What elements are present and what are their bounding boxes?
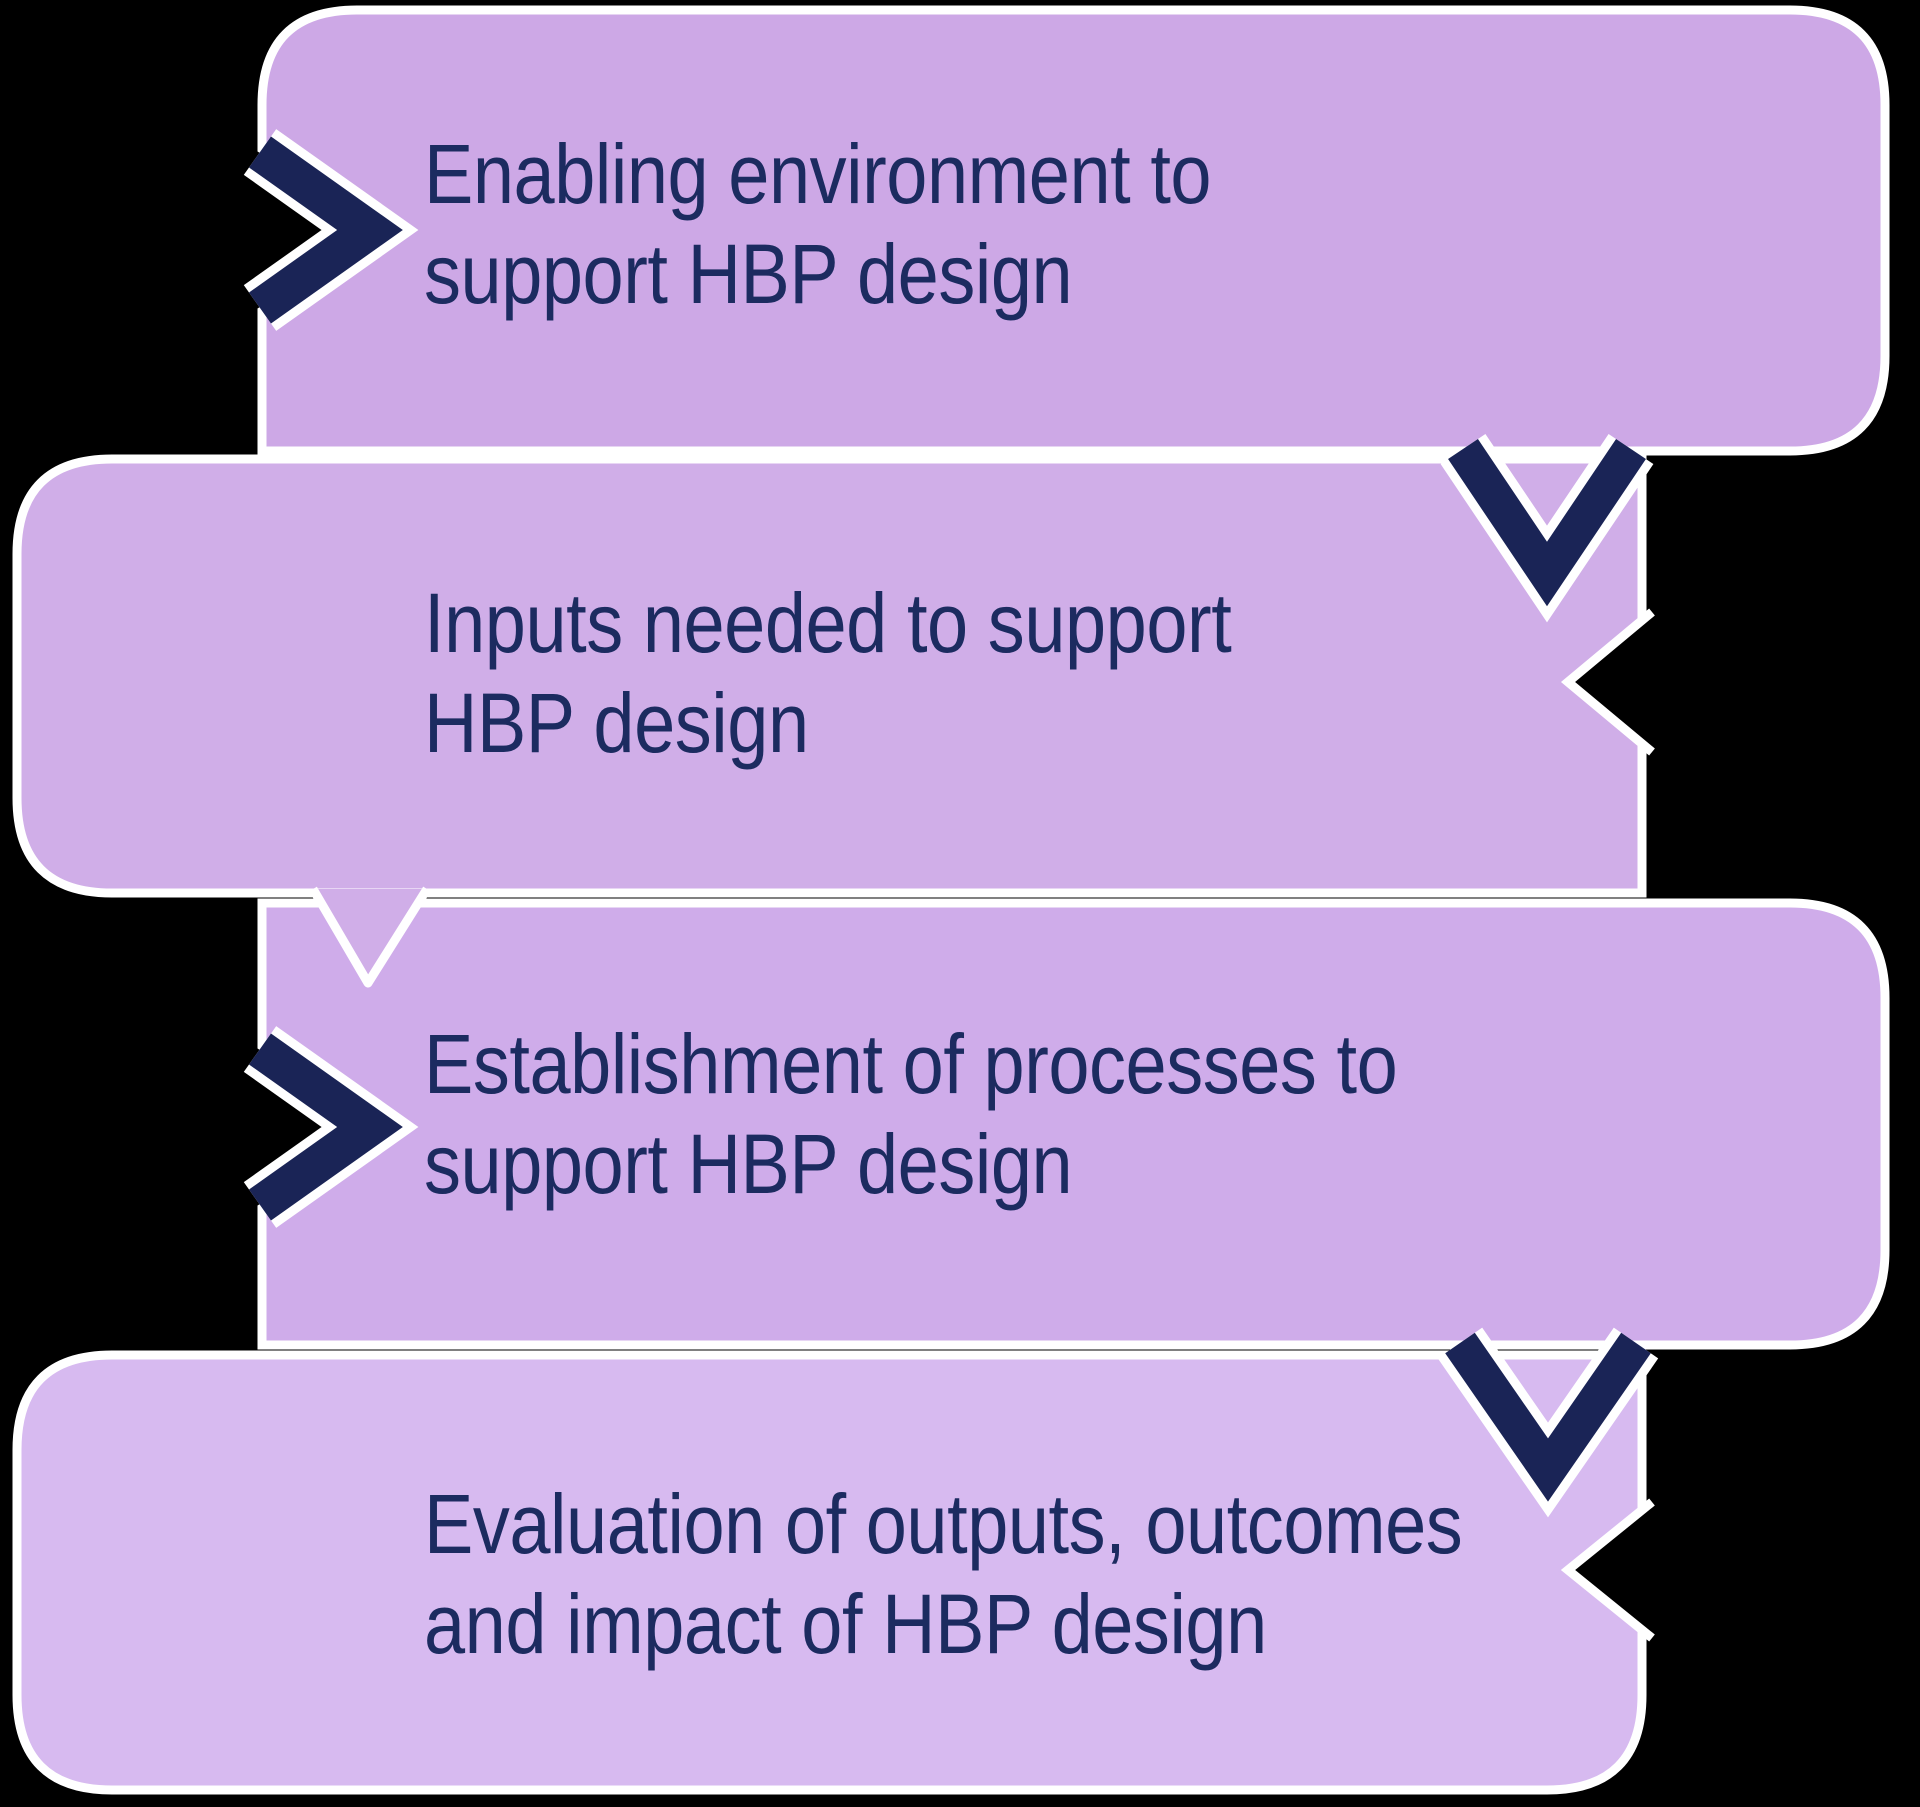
chevron-right-icon (243, 1026, 419, 1228)
tab-down-icon (309, 886, 431, 988)
chevron-down-icon (1440, 433, 1654, 623)
chevron-right-icon (243, 129, 419, 331)
chevron-arrow (249, 1033, 403, 1221)
flow-step-4-label: Evaluation of outputs, outcomes and impa… (424, 1477, 1463, 1671)
flow-step-2-box (12, 454, 1647, 898)
chevron-arrow (249, 136, 403, 324)
chevron-arrow (1448, 438, 1646, 607)
flow-step-1-box (257, 5, 1890, 456)
flow-step-4-box (12, 1350, 1647, 1795)
chevron-down-icon (1437, 1327, 1659, 1518)
flow-step-1-label: Enabling environment to support HBP desi… (424, 127, 1212, 321)
notch-left-icon (1560, 1498, 1655, 1642)
flow-step-2-label: Inputs needed to support HBP design (424, 576, 1232, 770)
notch-left-icon (1560, 608, 1655, 756)
chevron-arrow (1445, 1332, 1651, 1502)
flow-step-3-label: Establishment of processes to support HB… (424, 1017, 1398, 1211)
flow-step-3-box (257, 898, 1890, 1350)
